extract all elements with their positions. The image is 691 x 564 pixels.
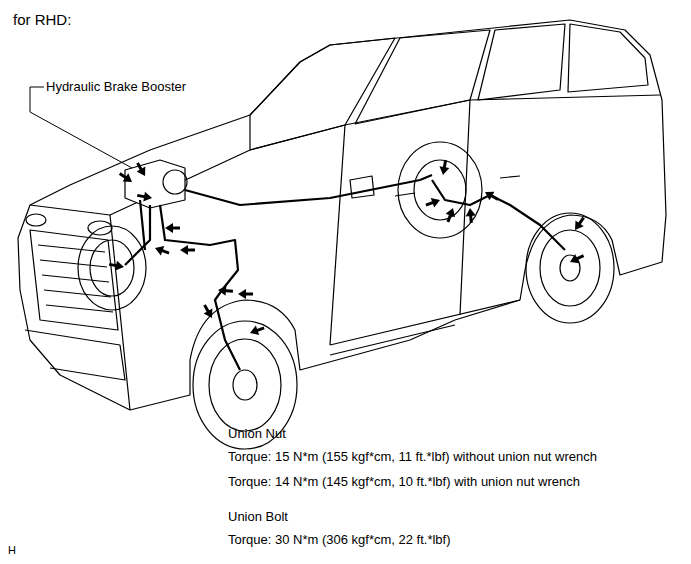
torque-spec: Torque: 30 N*m (306 kgf*cm, 22 ft.*lbf): [228, 532, 451, 548]
part-label: Union Nut: [228, 426, 286, 442]
torque-spec: Torque: 14 N*m (145 kgf*cm, 10 ft.*lbf) …: [228, 474, 580, 490]
page-title: for RHD:: [13, 11, 71, 29]
torque-spec: Torque: 15 N*m (155 kgf*cm, 11 ft.*lbf) …: [228, 449, 597, 465]
part-label: Hydraulic Brake Booster: [46, 79, 186, 95]
figure-code: H: [8, 543, 16, 557]
part-label: Union Bolt: [228, 509, 288, 525]
